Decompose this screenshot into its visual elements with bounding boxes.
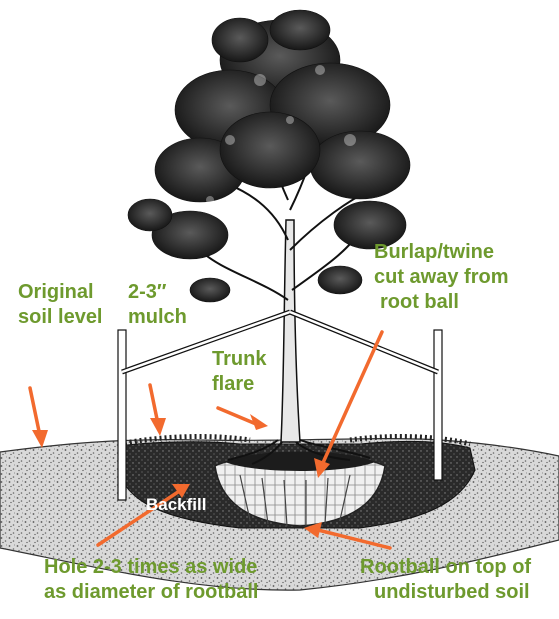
label-mulch: 2-3″ mulch (128, 280, 187, 330)
label-line: Burlap/twine (374, 241, 495, 263)
label-line: cut away from (374, 266, 509, 288)
canopy-highlights (206, 65, 356, 204)
label-line: soil level (18, 306, 103, 328)
label-line: Trunk (212, 348, 267, 370)
label-line: undisturbed soil (374, 581, 530, 603)
label-line: root ball (380, 291, 459, 313)
guy-strap-right-inner (289, 310, 439, 374)
label-line: mulch (128, 306, 187, 328)
label-trunk-flare: Trunk flare (212, 347, 266, 397)
label-line: Original (18, 281, 94, 303)
label-burlap-twine: Burlap/twine cut away from root ball (374, 240, 508, 315)
mulch-layer (119, 434, 471, 447)
trunk (280, 219, 301, 443)
label-line: as diameter of rootball (44, 581, 259, 603)
label-line: Hole 2-3 times as wide (44, 556, 258, 578)
label-line: flare (212, 373, 255, 395)
left-stake (117, 329, 127, 501)
label-original-soil-level: Original soil level (18, 280, 103, 330)
label-line: Rootball on top of (360, 556, 532, 578)
wire-basket-lines (239, 474, 351, 527)
canopy (127, 9, 411, 303)
guy-strap-left-inner (121, 310, 291, 374)
trunk-flare-roots (227, 439, 371, 465)
label-backfill: Backfill (146, 495, 207, 514)
callout-arrows (28, 330, 392, 550)
right-stake (433, 329, 443, 481)
root-ball-top (225, 451, 375, 471)
label-line: 2-3″ (128, 281, 167, 303)
label-rootball-undisturbed: Rootball on top of undisturbed soil (360, 555, 531, 605)
label-hole-width: Hole 2-3 times as wide as diameter of ro… (44, 555, 259, 605)
